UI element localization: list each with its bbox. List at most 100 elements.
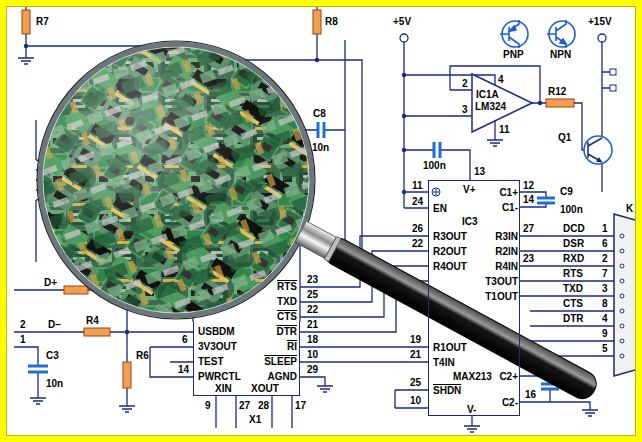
component-value: 100n <box>423 160 446 171</box>
connector-pins <box>620 234 624 358</box>
junction-dot <box>402 114 406 118</box>
signal-name: D+ <box>44 277 57 288</box>
pin-name: R2OUT <box>433 246 467 257</box>
signal-name: RTS <box>563 268 583 279</box>
pin-number: 24 <box>412 196 423 207</box>
signal-name: DSR <box>563 238 584 249</box>
pin-number: 26 <box>412 223 423 234</box>
lens-rim-inner <box>43 47 309 313</box>
component-value: 10n <box>46 378 63 389</box>
pin-number: 22 <box>412 238 423 249</box>
pin-number: 1 <box>602 223 608 234</box>
lens-rim <box>40 44 312 316</box>
pin-number: 7 <box>602 268 608 279</box>
part-name: C9 <box>560 186 573 197</box>
transistor-leads <box>588 138 602 162</box>
magnifier-lens <box>36 40 316 320</box>
pin-name: SHDN <box>433 385 461 396</box>
pin-name: C1- <box>502 202 518 213</box>
connector-pin <box>620 234 624 238</box>
pin-number: 2 <box>20 319 26 330</box>
part-name: C3 <box>46 350 59 361</box>
pin-number: 16 <box>525 389 536 400</box>
part-name: K <box>626 203 633 214</box>
pin-number: 13 <box>474 166 485 177</box>
junction-dot <box>402 73 406 77</box>
signal-name: TXD <box>563 283 583 294</box>
supply-terminal <box>598 34 606 42</box>
pin-name: V+ <box>463 184 476 195</box>
pin-name: TXD <box>277 296 297 307</box>
pin-name: V- <box>467 404 476 415</box>
pin-name: PWRCTL <box>198 371 241 382</box>
connector-pin <box>620 264 624 268</box>
supply-terminal <box>400 34 408 42</box>
pin-name: R2IN <box>495 246 518 257</box>
terminal-square <box>610 85 616 91</box>
pin-number: 4 <box>498 74 504 85</box>
handle-ring <box>324 236 341 261</box>
pin-number: 5 <box>602 343 608 354</box>
connector-pin <box>620 294 624 298</box>
pin-number: 6 <box>182 334 188 345</box>
transistor-arrow <box>596 157 602 162</box>
transistor-leads <box>500 20 519 48</box>
ic-box: V+C1+ENIC3C1-R3OUTR3INR2OUTR2INR4OUTR4IN… <box>428 180 520 416</box>
enable-circle <box>432 188 440 196</box>
pin-number: 27 <box>523 223 534 234</box>
pin-number: 2 <box>462 78 468 89</box>
pin-number: 25 <box>307 289 318 300</box>
pin-name: R4IN <box>495 261 518 272</box>
connector-pin <box>620 339 624 343</box>
pin-name: DTR <box>276 326 297 337</box>
pin-name: SLEEP <box>264 356 297 367</box>
pin-number: 27 <box>239 400 250 411</box>
pin-name: R1OUT <box>433 342 467 353</box>
resistor-symbol <box>84 328 110 336</box>
pin-number: 11 <box>499 124 510 135</box>
pin-name: XIN <box>215 383 232 394</box>
pin-name: T4IN <box>433 357 455 368</box>
magnifier-handle <box>294 219 601 403</box>
pin-number: 10 <box>307 349 318 360</box>
part-name: IC1A <box>476 89 499 100</box>
npn-icon <box>547 20 575 48</box>
enable-plus <box>433 189 439 195</box>
handle-body <box>320 234 601 404</box>
pin-number: 3 <box>602 283 608 294</box>
pin-number: 6 <box>602 238 608 249</box>
circuit-boards <box>36 40 316 320</box>
pin-name: XOUT <box>251 383 279 394</box>
pin-number: 2 <box>602 253 608 264</box>
pin-number: 23 <box>307 274 318 285</box>
part-name: IC3 <box>462 216 478 227</box>
pin-name: C2- <box>502 397 518 408</box>
supply-label: +15V <box>588 16 612 27</box>
signal-wire <box>300 361 428 362</box>
pin-name: C1+ <box>499 187 518 198</box>
pin-name: R4OUT <box>433 261 467 272</box>
wire <box>14 4 614 428</box>
signal-name: CTS <box>563 298 583 309</box>
pin-name: T1OUT <box>485 291 518 302</box>
pin-number: 3 <box>462 104 468 115</box>
pin-number: 4 <box>602 313 608 324</box>
part-name: R6 <box>136 350 149 361</box>
junction-dot <box>125 330 129 334</box>
resistor-symbol <box>64 286 88 294</box>
signal-name: DCD <box>563 223 585 234</box>
opamp-outline <box>472 74 532 132</box>
pin-number: 17 <box>295 400 306 411</box>
pin-number: 9 <box>205 400 211 411</box>
pin-name: T3OUT <box>485 276 518 287</box>
resistor-symbol <box>123 362 131 388</box>
pin-name: RI <box>287 341 297 352</box>
pnp-icon <box>500 20 528 48</box>
signal-wire <box>300 346 428 347</box>
part-name: R4 <box>86 315 99 326</box>
part-name: C8 <box>313 108 326 119</box>
